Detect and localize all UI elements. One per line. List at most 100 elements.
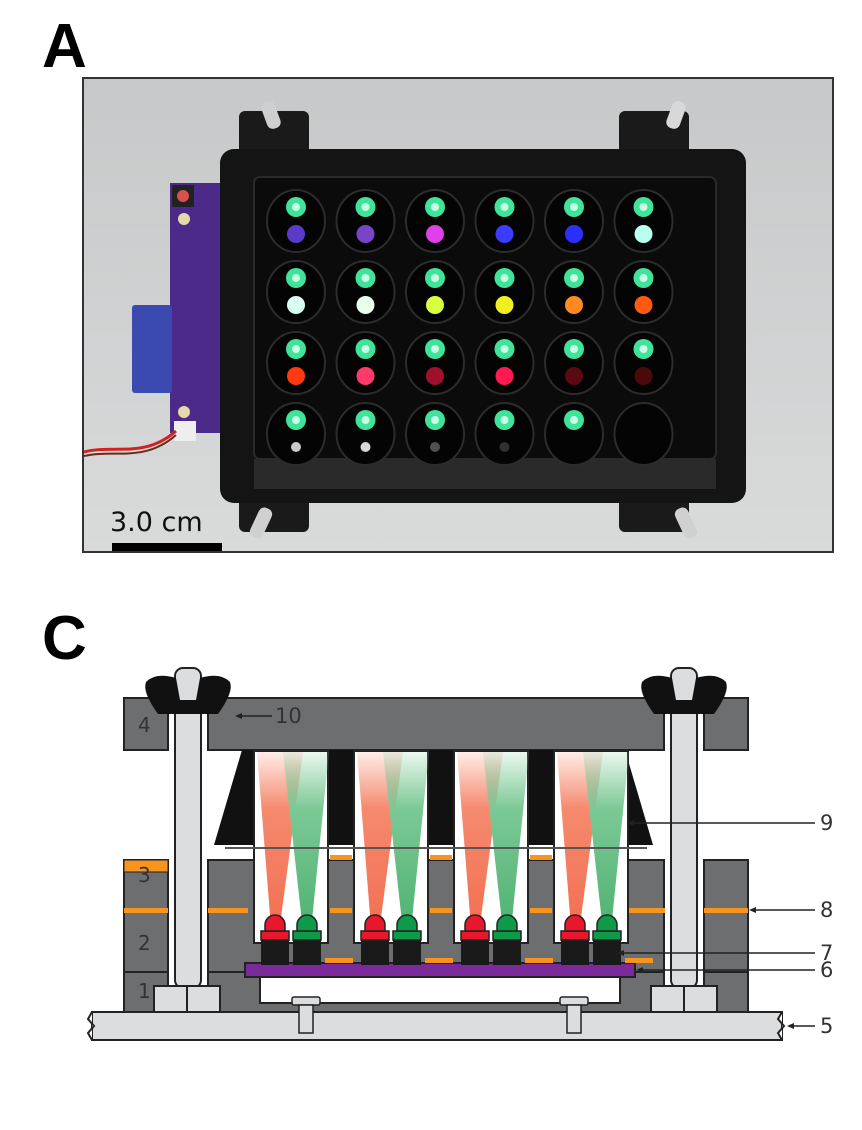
red-led [264,914,286,932]
wing-nut-left [145,675,231,714]
black-wire [84,434,177,457]
wing-nut-right [641,675,727,714]
green-led [496,914,518,932]
sample-led [356,367,375,385]
layer-label-1: 1 [138,979,151,1003]
well [335,402,396,466]
well-grid [266,189,674,466]
gasket [430,855,452,860]
well [613,189,674,253]
well [544,402,604,466]
well-opening [335,331,396,395]
sd-card [132,305,172,393]
sample-led [430,442,440,452]
sample-led [426,225,444,243]
bolt-right [641,667,727,1013]
sample-led [287,367,305,385]
well [266,331,326,395]
indicator-highlight [500,416,509,424]
sample-led [495,296,514,314]
indicator-highlight [570,416,578,424]
sample-led [565,296,583,314]
well-opening [544,402,604,466]
led-array [260,914,653,965]
sample-led [356,225,375,243]
red-led [564,914,586,932]
svg-text:9: 9 [820,811,833,835]
led-socket [361,940,389,965]
well-opening [405,402,465,466]
well-opening [266,189,326,253]
pcb-spacer [425,958,453,963]
well [613,402,674,466]
well-opening [335,189,396,253]
sample-led [356,296,375,314]
well [544,331,604,395]
callout-8: 8 [749,898,833,922]
well-opening [544,331,604,395]
green-light-beam [283,752,329,940]
scale-bar-label: 3.0 cm [110,507,203,538]
green-light-beam [583,752,629,940]
green-led-rim [592,930,622,941]
well-opening [266,402,326,466]
callout-6: 6 [636,958,833,982]
well-opening [544,260,604,324]
well-opening [335,402,396,466]
well [266,189,326,253]
well [474,402,535,466]
mounting-tab-top-left [239,101,309,159]
led-socket [561,940,589,965]
right-frame [703,697,749,1013]
well-opening [335,260,396,324]
green-led [296,914,318,932]
well-opening [405,189,465,253]
scale-bar [112,543,222,551]
sample-led [426,367,444,385]
callout-10: 10 [235,704,302,728]
led-socket [493,940,521,965]
sample-led [634,296,653,314]
svg-text:10: 10 [275,704,302,728]
well [335,260,396,324]
well-opening [474,189,535,253]
svg-text:7: 7 [820,941,833,965]
well-opening [613,402,674,466]
red-led-rim [560,930,590,941]
red-led-rim [460,930,490,941]
svg-text:8: 8 [820,898,833,922]
indicator-highlight [361,345,370,353]
green-led [396,914,418,932]
callout-7: 7 [617,941,833,965]
indicator-highlight [292,416,300,424]
well [266,402,326,466]
led-pcb [244,962,636,978]
sample-led [360,442,371,452]
led-socket [593,940,621,965]
sample-led [287,225,305,243]
indicator-highlight [431,203,439,211]
green-light-beam [483,752,529,940]
sample-led [287,296,305,314]
pcb-spacer [525,958,553,963]
layer-label-2: 2 [138,931,151,955]
well [613,260,674,324]
indicator-highlight [570,274,578,282]
well-opening [474,331,535,395]
sample-led [499,442,510,452]
cross-section-diagram: 4 3 2 1 10 9 8 7 6 [80,650,862,1100]
red-led-rim [360,930,390,941]
well [335,189,396,253]
sample-led [495,225,514,243]
well-opening [613,189,674,253]
led-socket [393,940,421,965]
green-light-beam [383,752,429,940]
indicator-highlight [500,345,509,353]
well-opening [474,260,535,324]
green-led-rim [492,930,522,941]
well-opening [544,189,604,253]
base-plate [86,1011,786,1041]
well [474,331,535,395]
well [266,260,326,324]
svg-text:6: 6 [820,958,833,982]
